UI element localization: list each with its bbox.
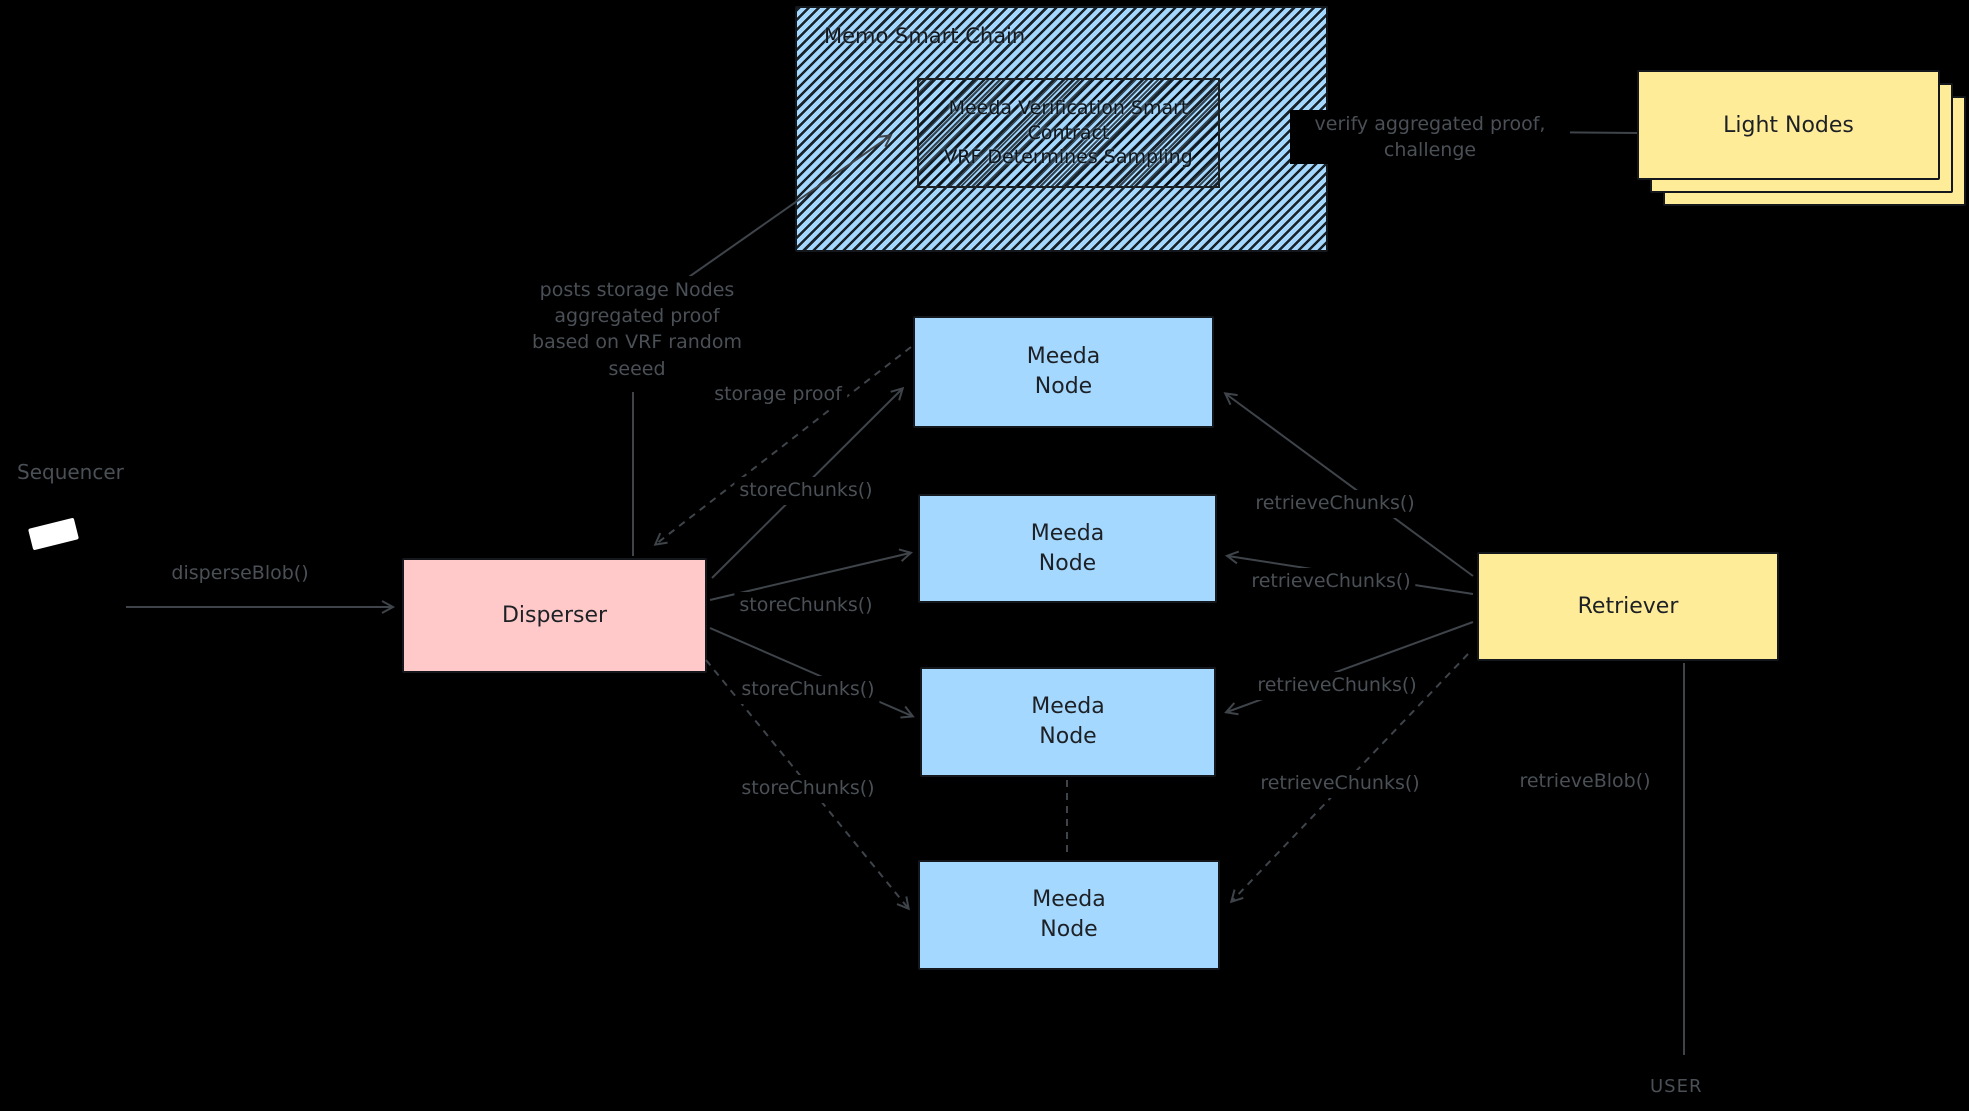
arrow-retrieve-chunks-1 (1223, 392, 1474, 577)
sequencer-shape[interactable] (28, 517, 79, 551)
sequencer-label: Sequencer (12, 458, 129, 487)
posts-proof-label: posts storage Nodes aggregated proof bas… (517, 276, 757, 383)
disperser-box[interactable]: Disperser (402, 558, 707, 673)
meeda-node-label: Meeda (1031, 694, 1105, 720)
meeda-node-1[interactable]: Meeda Node (913, 316, 1214, 428)
store-chunks-label-4: storeChunks() (736, 775, 880, 803)
store-chunks-label-3: storeChunks() (736, 676, 880, 704)
disperser-label: Disperser (501, 602, 608, 628)
retrieve-chunks-label-2: retrieveChunks() (1246, 568, 1416, 596)
memo-smart-chain-box[interactable]: Memo Smart Chain Meeda Verification Smar… (795, 6, 1328, 252)
retrieve-blob-label: retrieveBlob() (1514, 768, 1656, 796)
meeda-node-label: Meeda (1032, 887, 1106, 913)
retrieve-chunks-label-3: retrieveChunks() (1252, 672, 1422, 700)
contract-line: Meeda Verification Smart (948, 96, 1189, 119)
verify-proof-label: verify aggregated proof, challenge (1290, 110, 1570, 165)
retrieve-chunks-label-4: retrieveChunks() (1255, 770, 1425, 798)
disperse-blob-label: disperseBlob() (166, 560, 314, 588)
meeda-node-label: Node (1040, 917, 1098, 942)
light-nodes-stack[interactable]: Light Nodes (1637, 70, 1968, 208)
light-nodes-label: Light Nodes (1723, 112, 1854, 138)
meeda-node-label: Node (1034, 374, 1093, 399)
meeda-node-4[interactable]: Meeda Node (918, 860, 1220, 970)
light-nodes-card-front: Light Nodes (1637, 70, 1940, 180)
meeda-node-2[interactable]: Meeda Node (918, 494, 1217, 603)
meeda-node-3[interactable]: Meeda Node (920, 667, 1216, 777)
contract-line: Contract (1027, 121, 1110, 144)
storage-proof-label: storage proof (709, 381, 847, 409)
meeda-node-label: Node (1039, 724, 1097, 749)
retrieve-chunks-label-1: retrieveChunks() (1250, 490, 1420, 518)
verification-contract-box[interactable]: Meeda Verification Smart Contract VRF De… (917, 78, 1220, 188)
retriever-label: Retriever (1577, 593, 1679, 619)
store-chunks-label-1: storeChunks() (734, 477, 878, 505)
meeda-node-label: Meeda (1030, 520, 1105, 546)
contract-line: VRF Determines Sampling (944, 146, 1193, 169)
memo-smart-chain-title: Memo Smart Chain (824, 24, 1026, 48)
retriever-box[interactable]: Retriever (1477, 552, 1779, 661)
user-label: USER (1645, 1074, 1708, 1101)
meeda-node-label: Node (1038, 550, 1097, 576)
meeda-node-label: Meeda (1026, 344, 1101, 370)
store-chunks-label-2: storeChunks() (734, 592, 878, 620)
